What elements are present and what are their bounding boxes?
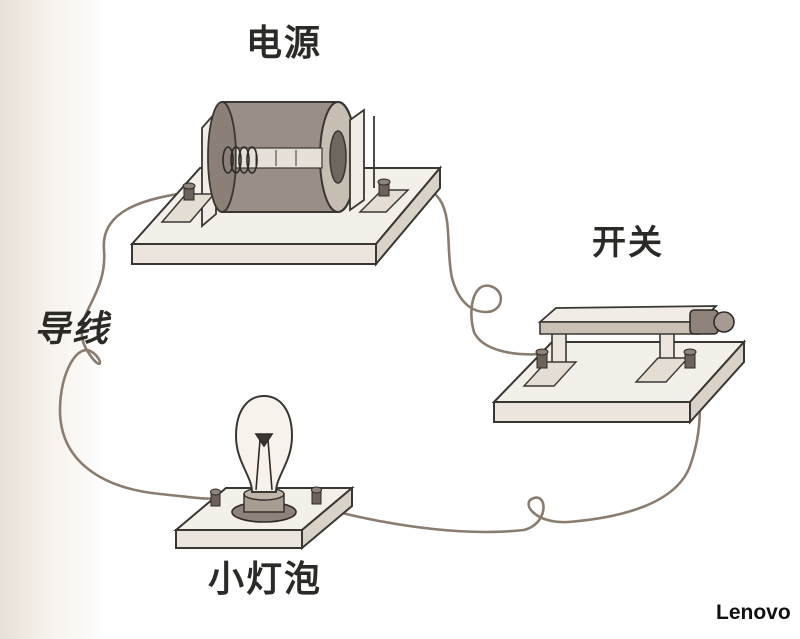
battery-bracket-right [349, 108, 365, 212]
bulb-terminal-right [311, 486, 322, 505]
bulb-filament [254, 433, 274, 491]
switch-terminal-right [683, 348, 697, 369]
battery-terminal-left [182, 182, 196, 201]
label-wire: 导线 [34, 309, 111, 350]
power-board-front [131, 243, 377, 265]
switch-board-side [689, 339, 745, 425]
switch-board-front [493, 401, 691, 423]
battery-clip-right [358, 189, 410, 213]
switch-knob [689, 309, 735, 335]
wire-bottom-right [314, 364, 702, 534]
wire-left [58, 190, 218, 500]
bulb-board-side [301, 485, 353, 551]
wire-top-right [382, 186, 544, 356]
light-bulb [173, 394, 355, 551]
battery-spring [222, 146, 258, 174]
switch-terminal-left [535, 348, 549, 369]
bulb-terminal-left [210, 488, 221, 507]
switch [491, 305, 747, 425]
power-source [129, 101, 443, 267]
battery-terminal-right [377, 178, 391, 197]
power-board-side [375, 165, 441, 267]
bulb-board-front [175, 529, 303, 549]
label-bulb: 小灯泡 [208, 559, 323, 600]
watermark-text: Lenovo [716, 601, 791, 624]
label-power-source: 电源 [246, 23, 323, 64]
wire-group [58, 186, 702, 534]
battery-cap [329, 130, 347, 184]
label-switch: 开关 [592, 223, 664, 263]
switch-foot-left [522, 361, 578, 387]
